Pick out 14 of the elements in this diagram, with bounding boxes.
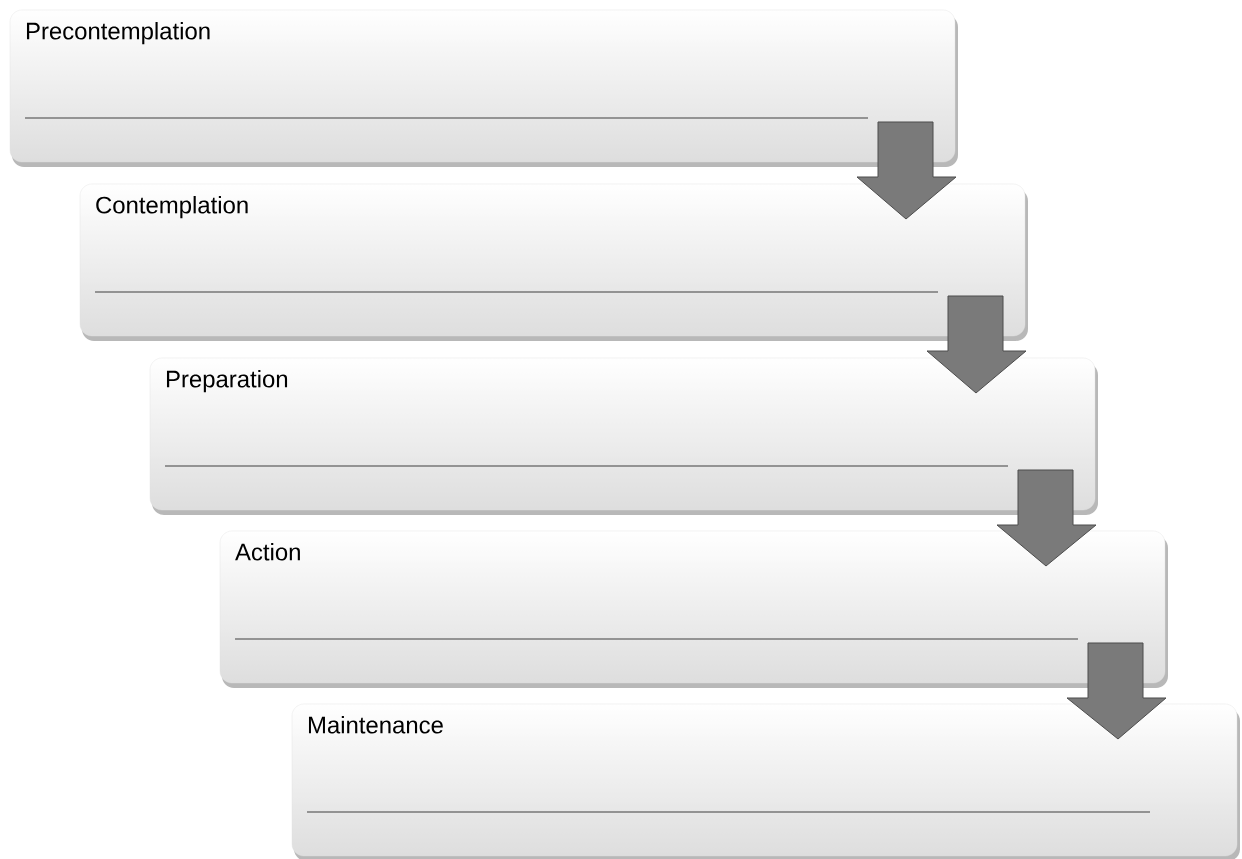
block-arrow — [856, 121, 957, 220]
block-arrow — [1066, 642, 1167, 740]
stage-label: Contemplation — [96, 196, 248, 219]
block-arrow — [926, 295, 1027, 394]
block-arrow — [996, 469, 1097, 567]
stage-box — [79, 183, 1028, 341]
stage-box — [219, 530, 1168, 688]
stage-label: Preparation — [167, 370, 288, 393]
stage-label: Precontemplation — [27, 22, 210, 45]
stage-box — [9, 9, 958, 167]
stage-box — [291, 703, 1240, 859]
stage-label: Action — [235, 543, 300, 561]
stage-label: Maintenance — [309, 716, 443, 734]
stage-box — [149, 357, 1098, 515]
